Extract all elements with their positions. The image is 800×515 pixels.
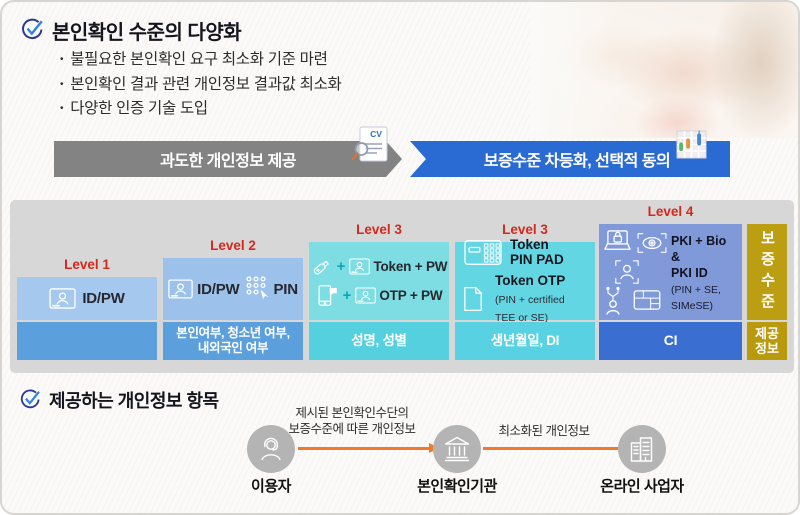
face-id-icon <box>615 260 639 284</box>
level3a-methods-box: + Token + PW + OTP + PW <box>309 242 449 320</box>
level3b-method2-block: Token OTP (PIN + certified TEE or SE) <box>495 272 565 326</box>
bank-icon <box>444 436 470 462</box>
banner-before-label: 과도한 개인정보 제공 <box>160 153 296 170</box>
check-circle-icon <box>20 389 40 409</box>
level4-method-note: (PIN + SE, SIMeSE) <box>671 284 721 312</box>
level1-methods-box: ID/PW <box>17 277 157 320</box>
bullet-item: 불필요한 본인확인 요구 최소화 기준 마련 <box>60 48 342 73</box>
level3a-label: Level 3 <box>356 222 402 237</box>
section-title-privacy: 제공하는 개인정보 항목 <box>49 391 219 411</box>
level1-method-label: ID/PW <box>82 290 125 307</box>
level2-info-box: 본인여부, 청소년 여부, 내외국인 여부 <box>163 322 303 360</box>
user-node <box>247 425 295 473</box>
banner-after-label: 보증수준 차등화, 선택적 동의 <box>483 153 671 170</box>
level4-info-box: CI <box>599 322 742 360</box>
auth-bullet-list: 불필요한 본인확인 요구 최소화 기준 마련 본인확인 결과 관련 개인정보 결… <box>60 48 342 122</box>
user-node-label: 이용자 <box>251 478 291 495</box>
assurance-levels-table: Level 1 ID/PW Level 2 ID/PW <box>10 200 794 373</box>
level3a-method2-label: OTP + PW <box>379 287 443 303</box>
level4-method-label: PKI + Bio & PKI ID <box>671 234 727 280</box>
pin-keypad-icon <box>246 276 270 299</box>
flow-arrow1 <box>298 447 429 450</box>
svg-text:CV: CV <box>370 129 382 139</box>
assurance-level-header-label: 보증수준 <box>758 230 776 314</box>
verification-agency-node <box>433 425 481 473</box>
level4-label: Level 4 <box>647 204 694 219</box>
phone-otp-icon <box>318 284 337 306</box>
flow-arrow1-label: 제시된 본인확인수단의 보증수준에 따른 개인정보 <box>288 406 416 436</box>
plus-sign: + <box>342 286 352 304</box>
cv-document-search-icon: CV <box>351 126 388 162</box>
level2-methods-box: ID/PW PIN <box>163 258 303 320</box>
id-card-icon <box>349 258 371 275</box>
bullet-item: 다양한 인증 기술 도입 <box>60 97 342 122</box>
online-business-node-label: 온라인 사업자 <box>600 478 684 495</box>
check-circle-icon <box>22 18 43 39</box>
document-icon <box>464 286 482 311</box>
level3a-method1-label: Token + PW <box>373 259 448 274</box>
iris-scan-icon <box>637 233 667 253</box>
buildings-icon <box>630 437 653 462</box>
banner-before: 과도한 개인정보 제공 <box>54 141 402 177</box>
plus-sign: + <box>336 258 346 275</box>
level2-method2-label: PIN <box>273 280 298 298</box>
token-key-icon <box>313 260 329 274</box>
level1-info-box <box>17 322 157 360</box>
assurance-level-header: 보증수준 <box>747 224 787 320</box>
sim-se-icon <box>633 290 661 310</box>
bullet-item: 본인확인 결과 관련 개인정보 결과값 최소화 <box>60 73 342 98</box>
flow-arrow2 <box>483 447 619 450</box>
laptop-lock-icon <box>604 230 631 250</box>
id-card-icon <box>355 286 377 304</box>
flow-arrow2-label: 최소화된 개인정보 <box>498 424 590 438</box>
token-pw-row: + Token + PW <box>311 256 448 278</box>
level3b-info-box: 생년월일, DI <box>455 322 595 360</box>
provided-info-header: 제공 정보 <box>747 322 787 360</box>
level3a-info-box: 성명, 성별 <box>309 322 449 360</box>
id-card-icon <box>49 288 76 309</box>
level4-methods-box: PKI + Bio & PKI ID (PIN + SE, SIMeSE) <box>599 224 742 320</box>
online-business-node <box>618 425 666 473</box>
verification-agency-node-label: 본인확인기관 <box>417 478 497 495</box>
level2-label: Level 2 <box>210 238 256 253</box>
token-pinpad-row: Token PIN PAD <box>463 237 564 268</box>
decorative-photo <box>530 2 798 138</box>
otp-pw-row: + OTP + PW <box>316 284 443 307</box>
pinpad-device-icon <box>464 239 502 265</box>
level3b-method2-label: Token OTP <box>495 272 566 288</box>
level2-method1-label: ID/PW <box>197 280 240 298</box>
level3b-method1-label: Token PIN PAD <box>510 236 564 268</box>
level3b-methods-box: Token PIN PAD Token OTP (PIN + certified… <box>455 237 595 324</box>
level3b-method2-note: (PIN + certified TEE or SE) <box>495 293 565 324</box>
user-headset-icon <box>261 437 281 461</box>
level4-method-block: PKI + Bio & PKI ID (PIN + SE, SIMeSE) <box>671 233 726 313</box>
id-card-icon <box>168 279 193 299</box>
digital-identity-icon <box>606 286 620 315</box>
section-title-auth: 본인확인 수준의 다양화 <box>52 22 242 44</box>
chart-grid-icon <box>676 130 707 159</box>
token-otp-row: Token OTP (PIN + certified TEE or SE) <box>463 272 565 326</box>
level3b-label: Level 3 <box>502 222 548 237</box>
level1-label: Level 1 <box>64 257 110 272</box>
